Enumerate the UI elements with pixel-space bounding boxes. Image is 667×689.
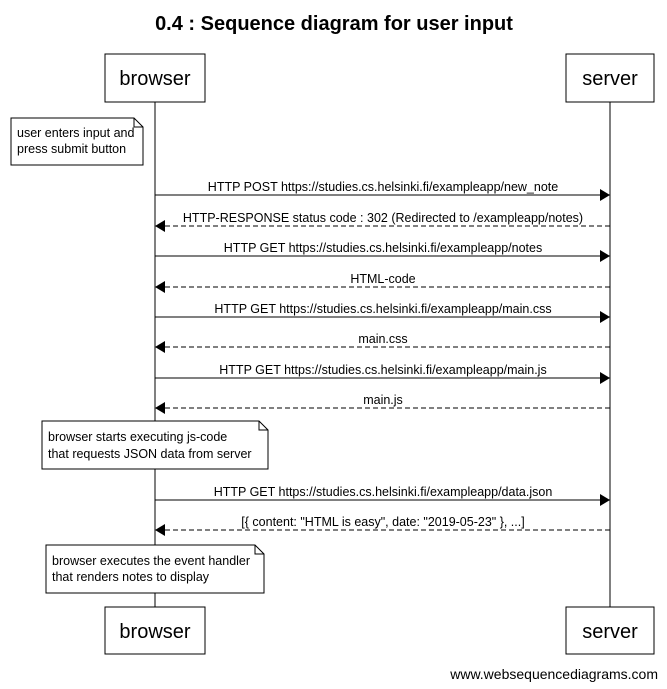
note-line: browser executes the event handler <box>52 554 250 568</box>
message: main.css <box>155 332 610 353</box>
message-label: HTTP GET https://studies.cs.helsinki.fi/… <box>214 302 551 316</box>
note-line: press submit button <box>17 142 126 156</box>
note-line: browser starts executing js-code <box>48 430 227 444</box>
message: HTTP GET https://studies.cs.helsinki.fi/… <box>155 302 610 323</box>
actor-browser-bottom-label: browser <box>119 621 190 643</box>
message-label: main.js <box>363 393 403 407</box>
message: HTTP GET https://studies.cs.helsinki.fi/… <box>155 363 610 384</box>
actor-browser-bottom: browser <box>104 606 206 655</box>
actor-server-top-label: server <box>582 68 638 90</box>
actor-browser-top-label: browser <box>119 68 190 90</box>
actor-browser-top: browser <box>104 53 206 103</box>
message-label: [{ content: "HTML is easy", date: "2019-… <box>241 515 524 529</box>
note-line: that requests JSON data from server <box>48 447 252 461</box>
message: HTTP POST https://studies.cs.helsinki.fi… <box>155 180 610 201</box>
actor-server-bottom-label: server <box>582 621 638 643</box>
message: [{ content: "HTML is easy", date: "2019-… <box>155 515 610 536</box>
message-label: main.css <box>358 332 407 346</box>
note-user-input: user enters input and press submit butto… <box>10 117 144 166</box>
message-label: HTML-code <box>350 272 415 286</box>
actor-server-bottom: server <box>565 606 655 655</box>
message: main.js <box>155 393 610 414</box>
message-label: HTTP POST https://studies.cs.helsinki.fi… <box>208 180 558 194</box>
message: HTTP GET https://studies.cs.helsinki.fi/… <box>155 241 610 262</box>
note-line: that renders notes to display <box>52 570 210 584</box>
diagram-title: 0.4 : Sequence diagram for user input <box>155 13 513 35</box>
message-label: HTTP GET https://studies.cs.helsinki.fi/… <box>224 241 542 255</box>
footer-watermark: www.websequencediagrams.com <box>449 666 658 682</box>
message-label: HTTP GET https://studies.cs.helsinki.fi/… <box>219 363 546 377</box>
note-event-handler: browser executes the event handler that … <box>45 544 265 594</box>
message: HTTP-RESPONSE status code : 302 (Redirec… <box>155 211 610 232</box>
message-label: HTTP-RESPONSE status code : 302 (Redirec… <box>183 211 583 225</box>
message: HTML-code <box>155 272 610 293</box>
note-js-execution: browser starts executing js-code that re… <box>41 420 269 470</box>
actor-server-top: server <box>565 53 655 103</box>
message: HTTP GET https://studies.cs.helsinki.fi/… <box>155 485 610 506</box>
note-line: user enters input and <box>17 126 134 140</box>
message-label: HTTP GET https://studies.cs.helsinki.fi/… <box>214 485 553 499</box>
